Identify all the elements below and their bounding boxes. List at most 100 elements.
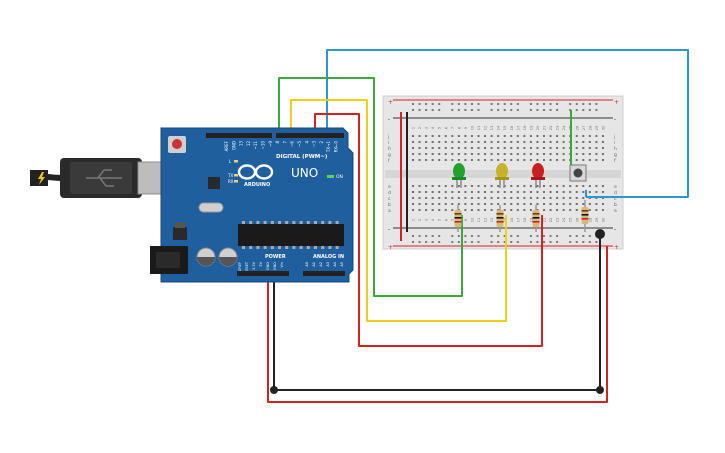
rail-hole[interactable] (497, 241, 500, 243)
breadboard-hole[interactable] (601, 153, 604, 155)
breadboard-hole[interactable] (529, 185, 532, 187)
breadboard-hole[interactable] (425, 185, 428, 187)
breadboard-hole[interactable] (556, 147, 559, 149)
breadboard-hole[interactable] (543, 191, 545, 193)
rail-hole[interactable] (569, 103, 572, 105)
rail-hole[interactable] (516, 241, 519, 243)
breadboard-hole[interactable] (556, 197, 559, 199)
breadboard-hole[interactable] (418, 209, 421, 211)
breadboard-hole[interactable] (529, 135, 532, 137)
breadboard-hole[interactable] (556, 153, 559, 155)
rail-hole[interactable] (457, 235, 460, 237)
breadboard-hole[interactable] (510, 159, 513, 161)
breadboard-hole[interactable] (582, 159, 585, 161)
rail-hole[interactable] (451, 103, 454, 105)
breadboard-hole[interactable] (510, 153, 513, 155)
rail-hole[interactable] (490, 109, 493, 111)
breadboard-hole[interactable] (418, 197, 421, 199)
breadboard-hole[interactable] (490, 147, 493, 149)
breadboard-hole[interactable] (582, 135, 585, 137)
breadboard-hole[interactable] (451, 159, 454, 161)
breadboard-hole[interactable] (516, 135, 519, 137)
breadboard-hole[interactable] (575, 197, 578, 199)
breadboard-hole[interactable] (464, 141, 467, 143)
breadboard-hole[interactable] (543, 147, 545, 149)
rail-hole[interactable] (516, 109, 519, 111)
breadboard-hole[interactable] (543, 209, 545, 211)
breadboard-hole[interactable] (529, 203, 532, 205)
breadboard-hole[interactable] (556, 159, 559, 161)
breadboard-hole[interactable] (529, 191, 532, 193)
breadboard-hole[interactable] (549, 185, 552, 187)
breadboard-hole[interactable] (529, 147, 532, 149)
breadboard-hole[interactable] (470, 191, 473, 193)
breadboard-hole[interactable] (601, 135, 604, 137)
breadboard-hole[interactable] (470, 153, 473, 155)
breadboard-hole[interactable] (464, 159, 467, 161)
breadboard-hole[interactable] (438, 203, 441, 205)
breadboard-hole[interactable] (470, 185, 473, 187)
breadboard-hole[interactable] (497, 141, 500, 143)
rail-hole[interactable] (425, 235, 428, 237)
rail-hole[interactable] (536, 103, 539, 105)
breadboard-hole[interactable] (569, 209, 572, 211)
breadboard-hole[interactable] (601, 147, 604, 149)
breadboard-hole[interactable] (503, 147, 506, 149)
breadboard-hole[interactable] (438, 147, 441, 149)
breadboard-hole[interactable] (425, 141, 428, 143)
rail-hole[interactable] (556, 241, 559, 243)
rail-hole[interactable] (575, 109, 578, 111)
breadboard-hole[interactable] (562, 209, 565, 211)
breadboard-hole[interactable] (477, 135, 480, 137)
breadboard-hole[interactable] (601, 185, 604, 187)
rail-hole[interactable] (425, 241, 428, 243)
rail-hole[interactable] (569, 235, 572, 237)
breadboard-hole[interactable] (549, 191, 552, 193)
breadboard-hole[interactable] (497, 159, 500, 161)
rail-hole[interactable] (549, 235, 552, 237)
breadboard-hole[interactable] (510, 147, 513, 149)
breadboard-hole[interactable] (431, 191, 434, 193)
rail-hole[interactable] (497, 109, 500, 111)
breadboard-hole[interactable] (412, 191, 414, 193)
rail-hole[interactable] (510, 235, 513, 237)
rail-hole[interactable] (575, 235, 578, 237)
breadboard-hole[interactable] (562, 185, 565, 187)
breadboard-hole[interactable] (575, 209, 578, 211)
breadboard-hole[interactable] (464, 203, 467, 205)
breadboard-hole[interactable] (438, 191, 441, 193)
breadboard-hole[interactable] (477, 197, 480, 199)
rail-hole[interactable] (503, 241, 506, 243)
breadboard-hole[interactable] (523, 197, 526, 199)
breadboard-hole[interactable] (418, 159, 421, 161)
breadboard-hole[interactable] (595, 203, 598, 205)
rail-hole[interactable] (575, 103, 578, 105)
rail-hole[interactable] (529, 103, 532, 105)
rail-hole[interactable] (543, 109, 545, 111)
breadboard-hole[interactable] (588, 209, 591, 211)
breadboard-hole[interactable] (431, 141, 434, 143)
breadboard-hole[interactable] (575, 203, 578, 205)
rail-hole[interactable] (582, 109, 585, 111)
breadboard-hole[interactable] (529, 197, 532, 199)
rail-hole[interactable] (451, 235, 454, 237)
breadboard-hole[interactable] (477, 185, 480, 187)
breadboard-hole[interactable] (516, 153, 519, 155)
rail-hole[interactable] (490, 241, 493, 243)
rail-hole[interactable] (431, 235, 434, 237)
rail-hole[interactable] (470, 103, 473, 105)
breadboard-hole[interactable] (418, 147, 421, 149)
breadboard-hole[interactable] (582, 185, 585, 187)
rail-hole[interactable] (477, 109, 480, 111)
rail-hole[interactable] (470, 241, 473, 243)
breadboard-hole[interactable] (418, 185, 421, 187)
breadboard-hole[interactable] (490, 197, 493, 199)
breadboard-hole[interactable] (470, 135, 473, 137)
breadboard-hole[interactable] (490, 203, 493, 205)
breadboard-hole[interactable] (490, 141, 493, 143)
breadboard-hole[interactable] (438, 197, 441, 199)
breadboard-hole[interactable] (418, 203, 421, 205)
breadboard-hole[interactable] (457, 185, 460, 187)
rail-hole[interactable] (510, 241, 513, 243)
breadboard-hole[interactable] (490, 209, 493, 211)
